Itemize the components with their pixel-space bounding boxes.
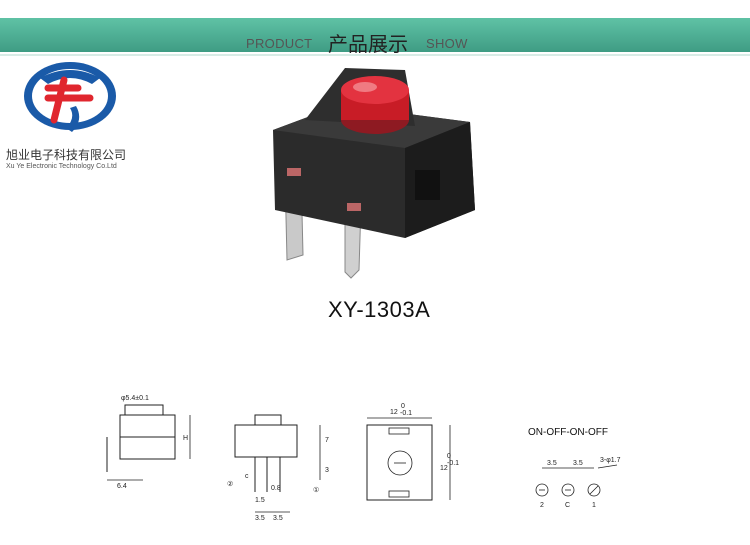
- schematic-pinc: C: [565, 502, 570, 509]
- top-width-sub: -0.1: [400, 410, 412, 417]
- switch-photo: [273, 68, 475, 279]
- schematic-hole-label: 3-φ1.7: [600, 457, 621, 464]
- side-height-label: H: [183, 435, 188, 442]
- front-pin2-label: ②: [227, 480, 233, 488]
- schematic-pin2: 2: [540, 502, 544, 509]
- top-height-sub: -0.1: [447, 460, 459, 467]
- header-band: [0, 18, 750, 52]
- front-h7-label: 7: [325, 437, 329, 444]
- top-view: 12 0 -0.1 12 0 -0.1: [366, 403, 459, 501]
- top-height-sup: 0: [447, 453, 451, 460]
- front-pitch1-label: 3.5: [255, 515, 265, 522]
- schematic-spacing2: 3.5: [573, 460, 583, 467]
- header-title: 产品展示: [328, 32, 408, 56]
- schematic-spacing1: 3.5: [547, 460, 557, 467]
- header-english-left: PRODUCT: [246, 36, 313, 51]
- side-dia-label: φ5.4±0.1: [121, 395, 149, 402]
- header-divider: [0, 54, 750, 56]
- front-view: ② ① c 7 3 0.8 1.5 3.5 3.5: [227, 414, 329, 522]
- front-d15-label: 1.5: [255, 497, 265, 504]
- front-h3-label: 3: [325, 467, 329, 474]
- company-logo-icon: [24, 62, 116, 132]
- front-d08-label: 0.8: [271, 485, 281, 492]
- switch-schematic: ON-OFF-ON-OFF 3.5 3.5 3-φ1.7 2 C 1: [528, 427, 621, 509]
- top-height-label: 12: [440, 465, 448, 472]
- side-view: φ5.4±0.1 H 6.4: [106, 395, 191, 490]
- front-pinc-label: c: [245, 473, 249, 480]
- company-name-cn: 旭业电子科技有限公司: [6, 148, 127, 162]
- top-width-label: 12: [390, 409, 398, 416]
- front-pitch2-label: 3.5: [273, 515, 283, 522]
- front-pin1-label: ①: [313, 486, 319, 494]
- product-model: XY-1303A: [328, 297, 431, 322]
- top-width-sup: 0: [401, 403, 405, 410]
- schematic-pin1: 1: [592, 502, 596, 509]
- technical-drawings: φ5.4±0.1 H 6.4 ② ① c 7 3 0.8 1.5 3.5 3.5…: [106, 395, 621, 522]
- schematic-title: ON-OFF-ON-OFF: [528, 427, 608, 438]
- side-width-label: 6.4: [117, 483, 127, 490]
- company-name-en: Xu Ye Electronic Technology Co.Ltd: [6, 163, 117, 170]
- header-english-right: SHOW: [426, 36, 468, 51]
